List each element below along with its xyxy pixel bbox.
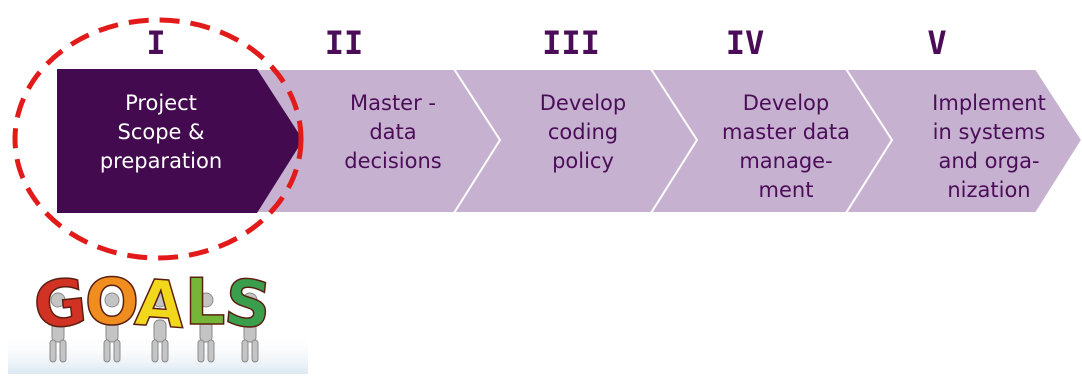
step-1-label: Project Scope & preparation xyxy=(99,91,223,173)
step-2-number: II xyxy=(324,24,364,62)
step-1-number: I xyxy=(146,24,166,62)
step-3-number: III xyxy=(542,24,600,62)
step-2-label: Master - data decisions xyxy=(344,91,442,173)
step-4-label: Develop master data manage- ment xyxy=(721,91,851,202)
goals-letter-o: O xyxy=(85,266,139,340)
step-3-label: Develop coding policy xyxy=(539,91,627,173)
highlight-circle xyxy=(12,17,304,261)
chevron-step-1 xyxy=(57,69,303,213)
step-5-label: Implement in systems and orga- nization xyxy=(932,91,1046,202)
goals-letter-s: S xyxy=(221,266,275,344)
step-4-number: IV xyxy=(725,24,765,62)
goals-letter-l: L xyxy=(185,266,226,340)
goals-figures-icon: G O A L S xyxy=(8,265,308,374)
goals-letter-g: G xyxy=(30,265,90,344)
goals-letter-a: A xyxy=(133,266,188,343)
step-5-number: V xyxy=(927,24,947,62)
